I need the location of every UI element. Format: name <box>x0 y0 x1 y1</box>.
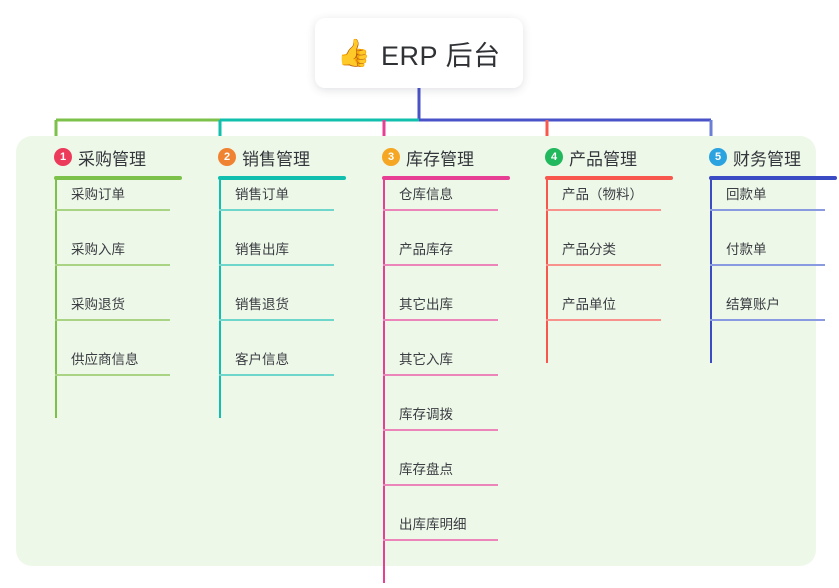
branch-item-label: 采购退货 <box>71 297 125 312</box>
branch-item[interactable]: 仓库信息 <box>383 156 523 211</box>
branch-item-label: 产品库存 <box>399 242 453 257</box>
branch-item[interactable]: 销售退货 <box>219 266 359 321</box>
branch-item[interactable]: 销售订单 <box>219 156 359 211</box>
branch-spine <box>710 178 712 363</box>
branch-header-1[interactable]: 1 采购管理 <box>36 136 201 178</box>
branch-item-underline <box>55 319 170 321</box>
branch-item-underline <box>383 319 498 321</box>
branch-header-3[interactable]: 3 库存管理 <box>364 136 529 178</box>
branch-underline <box>54 176 182 180</box>
branch-item-label: 产品单位 <box>562 297 616 312</box>
branch-item-label: 销售出库 <box>235 242 289 257</box>
branch-spine <box>55 178 57 418</box>
branch-item[interactable]: 产品库存 <box>383 211 523 266</box>
branch-header-5[interactable]: 5 财务管理 <box>691 136 839 178</box>
branch-item-underline <box>710 319 825 321</box>
branch-item-underline <box>383 374 498 376</box>
branch-title: 库存管理 <box>406 149 474 169</box>
branch-item-label: 付款单 <box>726 242 767 257</box>
branch-item-underline <box>55 209 170 211</box>
branch-item-underline <box>55 374 170 376</box>
branch-title: 财务管理 <box>733 149 801 169</box>
branch-item-underline <box>383 264 498 266</box>
branch-item-label: 库存调拨 <box>399 407 453 422</box>
branch-item-underline <box>383 429 498 431</box>
branch-column-2: 2 销售管理销售订单销售出库销售退货客户信息 <box>200 136 365 418</box>
branch-header-2[interactable]: 2 销售管理 <box>200 136 365 178</box>
branch-item-label: 产品分类 <box>562 242 616 257</box>
branch-item[interactable]: 客户信息 <box>219 321 359 376</box>
branch-item-underline <box>546 209 661 211</box>
branch-item-label: 采购入库 <box>71 242 125 257</box>
branch-item-label: 回款单 <box>726 187 767 202</box>
branch-item-underline <box>383 539 498 541</box>
branch-item-label: 库存盘点 <box>399 462 453 477</box>
branch-item-label: 采购订单 <box>71 187 125 202</box>
root-title-text: ERP 后台 <box>381 40 501 71</box>
branch-item-label: 其它入库 <box>399 352 453 367</box>
branch-item[interactable]: 采购退货 <box>55 266 195 321</box>
branch-item[interactable]: 出库库明细 <box>383 486 523 541</box>
branch-number-badge: 4 <box>545 148 563 166</box>
branch-title: 产品管理 <box>569 149 637 169</box>
branch-columns: 1 采购管理采购订单采购入库采购退货供应商信息 2 销售管理销售订单销售出库销售退货客… <box>16 136 837 583</box>
branch-item[interactable]: 产品（物料） <box>546 156 686 211</box>
branch-item-label: 仓库信息 <box>399 187 453 202</box>
root-title-card[interactable]: 👍 ERP 后台 <box>315 18 523 88</box>
branch-spine <box>219 178 221 418</box>
branch-item-label: 销售订单 <box>235 187 289 202</box>
branch-spine <box>546 178 548 363</box>
branch-item-label: 其它出库 <box>399 297 453 312</box>
thumbs-up-icon: 👍 <box>337 37 372 68</box>
branch-item[interactable]: 库存盘点 <box>383 431 523 486</box>
branch-item[interactable]: 销售出库 <box>219 211 359 266</box>
branch-column-5: 5 财务管理回款单付款单结算账户 <box>691 136 839 363</box>
branch-item-underline <box>546 319 661 321</box>
branch-underline <box>218 176 346 180</box>
branch-item[interactable]: 产品分类 <box>546 211 686 266</box>
branch-item-label: 出库库明细 <box>399 517 467 532</box>
branch-title: 销售管理 <box>242 149 310 169</box>
branch-item-underline <box>55 264 170 266</box>
branch-item-underline <box>710 264 825 266</box>
branch-item-underline <box>219 374 334 376</box>
branch-item[interactable]: 付款单 <box>710 211 839 266</box>
branch-item-label: 客户信息 <box>235 352 289 367</box>
branch-column-3: 3 库存管理仓库信息产品库存其它出库其它入库库存调拨库存盘点出库库明细 <box>364 136 529 583</box>
branch-number-badge: 3 <box>382 148 400 166</box>
branch-underline <box>545 176 673 180</box>
branch-title: 采购管理 <box>78 149 146 169</box>
branch-number-badge: 1 <box>54 148 72 166</box>
branch-item[interactable]: 采购入库 <box>55 211 195 266</box>
branch-item-underline <box>383 484 498 486</box>
branch-number-badge: 5 <box>709 148 727 166</box>
branch-item[interactable]: 回款单 <box>710 156 839 211</box>
branch-column-1: 1 采购管理采购订单采购入库采购退货供应商信息 <box>36 136 201 418</box>
branch-item-underline <box>383 209 498 211</box>
branch-item-underline <box>219 209 334 211</box>
branch-underline <box>709 176 837 180</box>
branch-item[interactable]: 库存调拨 <box>383 376 523 431</box>
branch-item-underline <box>219 319 334 321</box>
branch-item[interactable]: 其它入库 <box>383 321 523 376</box>
branch-underline <box>382 176 510 180</box>
branch-item-underline <box>710 209 825 211</box>
branch-item[interactable]: 供应商信息 <box>55 321 195 376</box>
branch-item-label: 结算账户 <box>726 297 780 312</box>
branch-item-label: 供应商信息 <box>71 352 139 367</box>
branch-header-4[interactable]: 4 产品管理 <box>527 136 692 178</box>
branch-item[interactable]: 采购订单 <box>55 156 195 211</box>
branch-item-label: 产品（物料） <box>562 187 643 202</box>
branch-item[interactable]: 结算账户 <box>710 266 839 321</box>
branch-item-underline <box>219 264 334 266</box>
branch-column-4: 4 产品管理产品（物料） 产品分类产品单位 <box>527 136 692 363</box>
branch-number-badge: 2 <box>218 148 236 166</box>
branch-item[interactable]: 其它出库 <box>383 266 523 321</box>
branch-spine <box>383 178 385 583</box>
branch-item-underline <box>546 264 661 266</box>
branch-item[interactable]: 产品单位 <box>546 266 686 321</box>
branch-item-label: 销售退货 <box>235 297 289 312</box>
branches-board <box>16 136 816 566</box>
